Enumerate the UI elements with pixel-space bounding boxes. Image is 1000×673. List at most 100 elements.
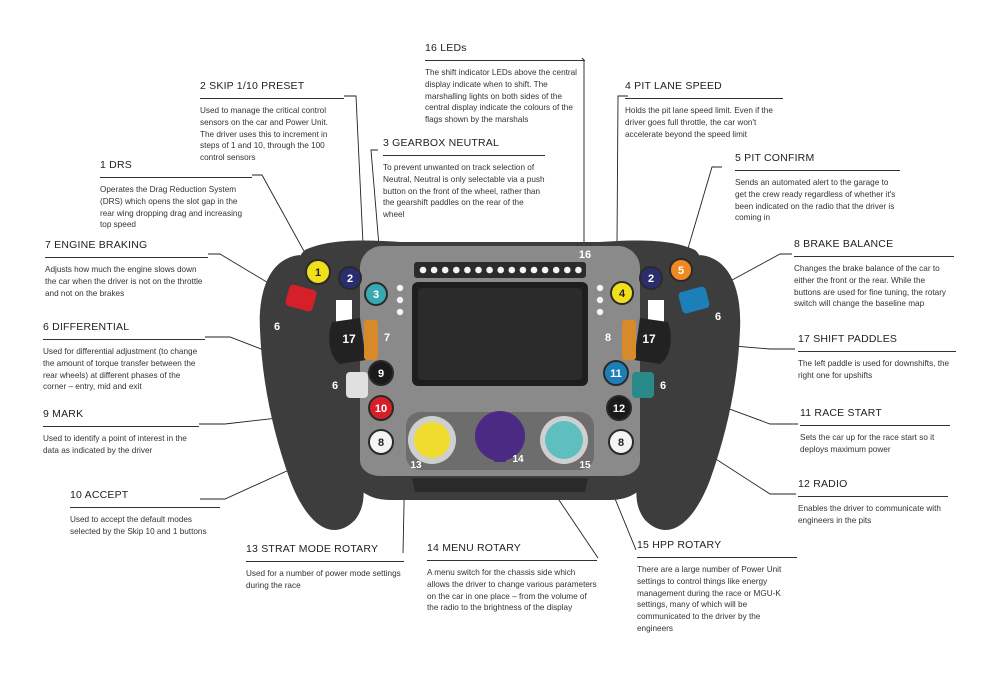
wheel-button-1: 1	[305, 259, 331, 285]
callout-accept: 10 ACCEPT Used to accept the default mod…	[70, 489, 220, 538]
button-number: 2	[347, 273, 353, 285]
shift-led	[564, 266, 571, 274]
shift-led	[419, 266, 427, 274]
callout-menu-rotary: 14 MENU ROTARY A menu switch for the cha…	[427, 542, 597, 614]
button-disc	[610, 281, 634, 305]
button-disc	[669, 258, 693, 282]
wheel-label-6: 6	[660, 380, 666, 392]
marshalling-led	[396, 296, 404, 304]
callout-differential-desc: Used for differential adjustment (to cha…	[43, 347, 198, 392]
callout-accept-title: 10 ACCEPT	[70, 489, 220, 508]
shift-led	[530, 266, 538, 274]
button-disc	[368, 360, 394, 386]
marshalling-led	[396, 308, 404, 316]
shift-led	[508, 266, 516, 274]
wheel-button-12: 12	[606, 395, 632, 421]
shift-led	[552, 266, 560, 274]
callout-mark-title: 9 MARK	[43, 408, 199, 427]
button-disc	[368, 395, 394, 421]
shift-led	[430, 266, 438, 274]
callout-radio-title: 12 RADIO	[798, 478, 948, 497]
shift-led	[519, 266, 527, 274]
callout-brake-balance-desc: Changes the brake balance of the car to …	[794, 264, 947, 309]
callout-leds-title: 16 LEDs	[425, 42, 585, 61]
button-number: 1	[315, 267, 321, 279]
callout-pit-confirm-desc: Sends an automated alert to the garage t…	[735, 178, 896, 223]
wheel-label-17: 17	[642, 332, 656, 346]
callout-engine-braking: 7 ENGINE BRAKING Adjusts how much the en…	[45, 239, 208, 299]
callout-mark: 9 MARK Used to identify a point of inter…	[43, 408, 199, 457]
shift-led	[464, 266, 471, 274]
wheel-label-15: 15	[579, 460, 591, 471]
callout-leds: 16 LEDs The shift indicator LEDs above t…	[425, 42, 585, 126]
wheel-label-14: 14	[512, 454, 524, 465]
wheel-label-6: 6	[332, 380, 338, 392]
callout-skip-preset-desc: Used to manage the critical control sens…	[200, 106, 328, 163]
callout-radio: 12 RADIO Enables the driver to communica…	[798, 478, 948, 527]
button-disc	[606, 395, 632, 421]
wheel-label-16: 16	[579, 249, 591, 261]
callout-pit-confirm: 5 PIT CONFIRM Sends an automated alert t…	[735, 152, 900, 224]
callout-leds-desc: The shift indicator LEDs above the centr…	[425, 68, 578, 125]
button-number: 11	[610, 368, 622, 380]
button-disc	[305, 259, 331, 285]
callout-shift-paddles: 17 SHIFT PADDLES The left paddle is used…	[798, 333, 956, 382]
marshalling-led	[396, 284, 404, 292]
callout-shift-paddles-desc: The left paddle is used for downshifts, …	[798, 359, 950, 380]
button-disc	[639, 266, 663, 290]
marshalling-led	[596, 284, 604, 292]
callout-race-start-title: 11 RACE START	[800, 407, 950, 426]
callout-pit-lane-speed-desc: Holds the pit lane speed limit. Even if …	[625, 106, 773, 139]
wheel-button-8: 8	[608, 429, 634, 455]
callout-skip-preset-title: 2 SKIP 1/10 PRESET	[200, 80, 344, 99]
callout-strat-mode-rotary-desc: Used for a number of power mode settings…	[246, 569, 401, 590]
callout-gearbox-neutral-title: 3 GEARBOX NEUTRAL	[383, 137, 545, 156]
callout-differential-title: 6 DIFFERENTIAL	[43, 321, 205, 340]
wheel-button-11: 11	[603, 360, 629, 386]
callout-menu-rotary-desc: A menu switch for the chassis side which…	[427, 568, 597, 613]
shift-led	[486, 266, 493, 274]
callout-pit-confirm-title: 5 PIT CONFIRM	[735, 152, 900, 171]
callout-pit-lane-speed: 4 PIT LANE SPEED Holds the pit lane spee…	[625, 80, 783, 140]
callout-engine-braking-desc: Adjusts how much the engine slows down t…	[45, 265, 203, 298]
shift-led-strip	[396, 262, 604, 316]
wheel-button-10: 10	[368, 395, 394, 421]
button-disc	[364, 282, 388, 306]
button-number: 4	[619, 288, 626, 300]
callout-drs: 1 DRS Operates the Drag Reduction System…	[100, 159, 252, 231]
wheel-button-5: 5	[669, 258, 693, 282]
button-number: 3	[373, 289, 379, 301]
callout-shift-paddles-title: 17 SHIFT PADDLES	[798, 333, 956, 352]
wheel-button-8: 8	[368, 429, 394, 455]
wheel-label-6: 6	[274, 321, 280, 333]
button-number: 12	[613, 403, 625, 415]
button-number: 5	[678, 265, 684, 277]
callout-hpp-rotary-title: 15 HPP ROTARY	[637, 539, 797, 558]
callout-radio-desc: Enables the driver to communicate with e…	[798, 504, 941, 525]
callout-strat-mode-rotary: 13 STRAT MODE ROTARY Used for a number o…	[246, 543, 404, 592]
callout-gearbox-neutral: 3 GEARBOX NEUTRAL To prevent unwanted on…	[383, 137, 545, 221]
shift-led	[453, 266, 460, 274]
callout-gearbox-neutral-desc: To prevent unwanted on track selection o…	[383, 163, 545, 220]
button-number: 9	[378, 368, 384, 380]
shift-led	[441, 266, 449, 274]
button-number: 8	[618, 437, 624, 449]
shift-paddles	[329, 318, 671, 364]
button-number: 8	[378, 437, 384, 449]
wheel-label-7: 7	[384, 332, 390, 344]
callout-mark-desc: Used to identify a point of interest in …	[43, 434, 187, 455]
wheel-button-9: 9	[368, 360, 394, 386]
callout-drs-title: 1 DRS	[100, 159, 252, 178]
shift-led	[575, 266, 582, 274]
callout-strat-mode-rotary-title: 13 STRAT MODE ROTARY	[246, 543, 404, 562]
marshalling-led	[596, 296, 604, 304]
callout-skip-preset: 2 SKIP 1/10 PRESET Used to manage the cr…	[200, 80, 344, 164]
callout-hpp-rotary: 15 HPP ROTARY There are a large number o…	[637, 539, 797, 635]
wheel-label-13: 13	[410, 460, 422, 471]
central-display	[412, 282, 588, 386]
callout-race-start-desc: Sets the car up for the race start so it…	[800, 433, 935, 454]
marshalling-led	[596, 308, 604, 316]
